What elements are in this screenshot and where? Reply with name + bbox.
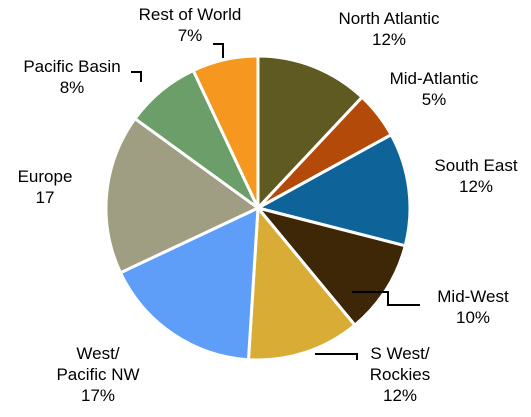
slice-value-label: 7% [178, 26, 203, 45]
slice-name-label: West/ [76, 344, 119, 363]
slice-name-label: Rockies [370, 365, 430, 384]
slice-name-label: Pacific Basin [23, 57, 120, 76]
slice-labels: North Atlantic 12% Mid-Atlantic 5% South Eas… [18, 5, 518, 405]
pie-slice-rest-of-world [191, 54, 260, 209]
pie-slice-s-west-rockies [246, 204, 358, 362]
slice-value-label: 5% [422, 90, 447, 109]
slice-label: South East 12% [434, 156, 517, 196]
pie-slice-north-atlantic [256, 54, 365, 212]
slice-name-label: S West/ [370, 344, 429, 363]
slice-name-label: Pacific NW [56, 365, 139, 384]
leader-line [131, 71, 142, 82]
leader-line [213, 43, 224, 58]
pie-slice-west-pacific-nw [118, 205, 260, 362]
slice-value-label: 12% [383, 386, 417, 405]
slice-value-label: 8% [60, 78, 85, 97]
slice-label: Rest of World 7% [139, 5, 242, 45]
slice-value-label: 12% [459, 177, 493, 196]
slice-value-label: 12% [372, 30, 406, 49]
slice-label: Mid-West 10% [437, 287, 509, 327]
slice-label: North Atlantic 12% [338, 9, 440, 49]
pie-slice-south-east [253, 132, 412, 248]
leader-lines [131, 43, 420, 360]
slice-label: West/Pacific NW 17% [56, 344, 139, 405]
slice-name-label: Mid-Atlantic [390, 69, 479, 88]
slice-value-label: 10% [456, 308, 490, 327]
slice-name-label: Europe [18, 167, 73, 186]
slice-name-label: Mid-West [437, 287, 509, 306]
slice-label: Mid-Atlantic 5% [390, 69, 479, 109]
pie-slice-mid-west [253, 205, 408, 328]
slice-value-label: 17% [81, 386, 115, 405]
pie-slice-europe [104, 116, 261, 275]
slice-value-label: 17 [36, 188, 55, 207]
slice-name-label: Rest of World [139, 5, 242, 24]
slice-name-label: South East [434, 156, 517, 175]
slice-label: Pacific Basin 8% [23, 57, 120, 97]
slice-label: S West/Rockies 12% [370, 344, 430, 405]
leader-line [352, 291, 420, 306]
pie-slices [104, 54, 412, 362]
slice-label: Europe 17 [18, 167, 73, 207]
slice-name-label: North Atlantic [338, 9, 440, 28]
leader-line [315, 353, 358, 360]
